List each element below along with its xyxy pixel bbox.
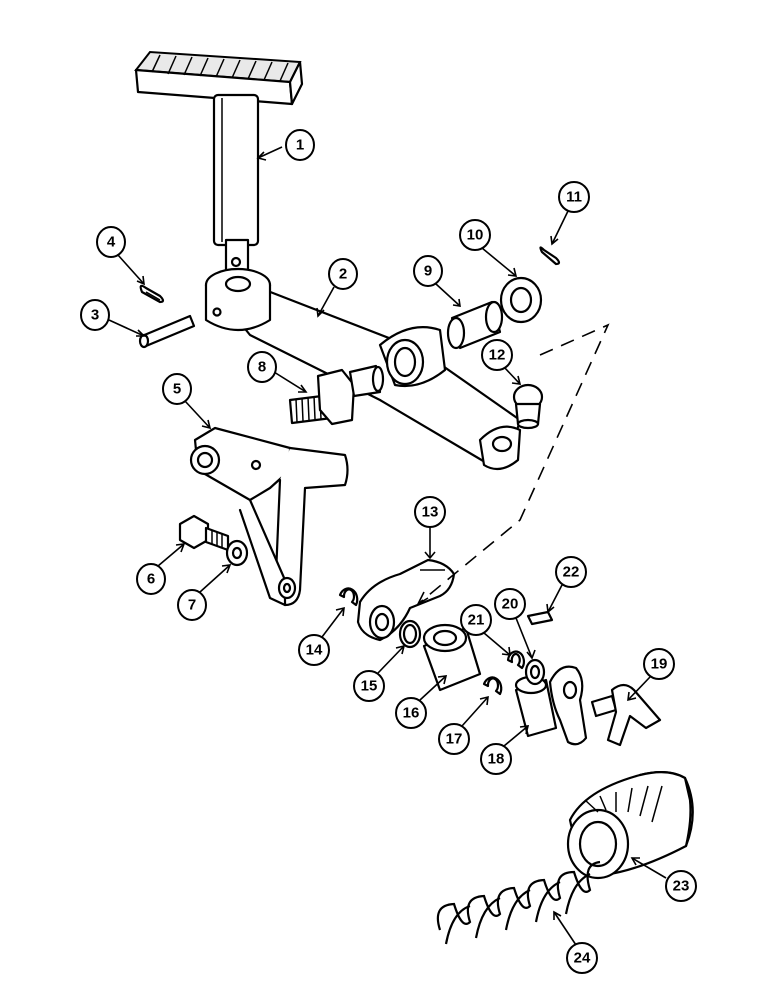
part-7-washer xyxy=(225,539,249,567)
callout-15: 15 xyxy=(353,644,406,702)
callout-label-17: 17 xyxy=(446,731,463,748)
part-17-circlip xyxy=(482,676,503,696)
part-1-pedal xyxy=(134,50,304,278)
callout-4: 4 xyxy=(96,226,145,286)
callout-label-12: 12 xyxy=(489,347,506,364)
callout-label-21: 21 xyxy=(468,612,485,629)
callout-20: 20 xyxy=(494,588,536,660)
dashed-assembly-line xyxy=(417,323,610,605)
callout-8: 8 xyxy=(247,351,308,393)
callout-label-15: 15 xyxy=(361,678,378,695)
callout-label-16: 16 xyxy=(403,705,420,722)
callout-label-7: 7 xyxy=(188,597,196,614)
callout-13: 13 xyxy=(414,496,446,560)
callout-2: 2 xyxy=(316,258,358,318)
part-12-ball-stud xyxy=(512,383,544,430)
callout-14: 14 xyxy=(298,606,345,666)
part-10-washer xyxy=(499,276,543,324)
part-15-o-ring xyxy=(398,619,422,649)
callout-label-8: 8 xyxy=(258,359,266,376)
callout-label-14: 14 xyxy=(306,642,323,659)
dashed-line-arrowhead xyxy=(416,591,429,607)
part-5-bracket xyxy=(189,426,349,607)
callout-18: 18 xyxy=(480,725,530,775)
part-4-cotter-pin xyxy=(139,284,165,304)
callout-17: 17 xyxy=(438,695,489,755)
part-11-cotter-pin xyxy=(539,246,561,266)
part-9-bushing xyxy=(446,300,504,350)
part-20-washer xyxy=(524,658,546,686)
callout-10: 10 xyxy=(459,219,518,277)
part-16-sleeve xyxy=(422,623,482,692)
callout-label-23: 23 xyxy=(673,878,690,895)
part-13-lever xyxy=(356,558,456,642)
callout-label-22: 22 xyxy=(563,564,580,581)
callout-label-5: 5 xyxy=(173,381,181,398)
callout-6: 6 xyxy=(136,543,186,595)
part-19-fork xyxy=(590,683,662,747)
callout-label-10: 10 xyxy=(467,227,484,244)
part-3-pin xyxy=(138,314,196,349)
callout-label-2: 2 xyxy=(339,266,347,283)
callout-11: 11 xyxy=(550,181,590,246)
callout-label-3: 3 xyxy=(91,307,99,324)
callout-label-19: 19 xyxy=(651,656,668,673)
callout-16: 16 xyxy=(395,675,448,729)
callout-21: 21 xyxy=(460,604,511,656)
callout-24: 24 xyxy=(553,910,598,974)
callout-label-24: 24 xyxy=(574,950,591,967)
callout-label-11: 11 xyxy=(566,189,582,206)
part-8-threaded-stud xyxy=(288,364,385,426)
part-23-splined-sleeve xyxy=(566,771,694,880)
part-14-circlip xyxy=(338,587,359,607)
callout-label-6: 6 xyxy=(147,571,155,588)
part-22-key xyxy=(526,610,554,626)
callout-5: 5 xyxy=(162,373,212,430)
callout-19: 19 xyxy=(627,648,675,702)
callout-label-9: 9 xyxy=(424,263,432,280)
callout-7: 7 xyxy=(177,564,232,621)
part-24-coil-spring xyxy=(436,860,601,945)
callout-9: 9 xyxy=(413,255,461,307)
callout-label-1: 1 xyxy=(296,137,304,154)
callout-12: 12 xyxy=(481,339,522,385)
callout-3: 3 xyxy=(80,299,146,337)
callout-label-13: 13 xyxy=(422,504,439,521)
part-6-bolt xyxy=(178,514,230,552)
callout-22: 22 xyxy=(546,556,587,614)
callout-label-4: 4 xyxy=(107,234,116,251)
callout-label-18: 18 xyxy=(488,751,505,768)
callout-1: 1 xyxy=(256,129,315,161)
part-21-clip xyxy=(506,650,525,670)
callout-23: 23 xyxy=(630,857,697,902)
callout-label-20: 20 xyxy=(502,596,519,613)
